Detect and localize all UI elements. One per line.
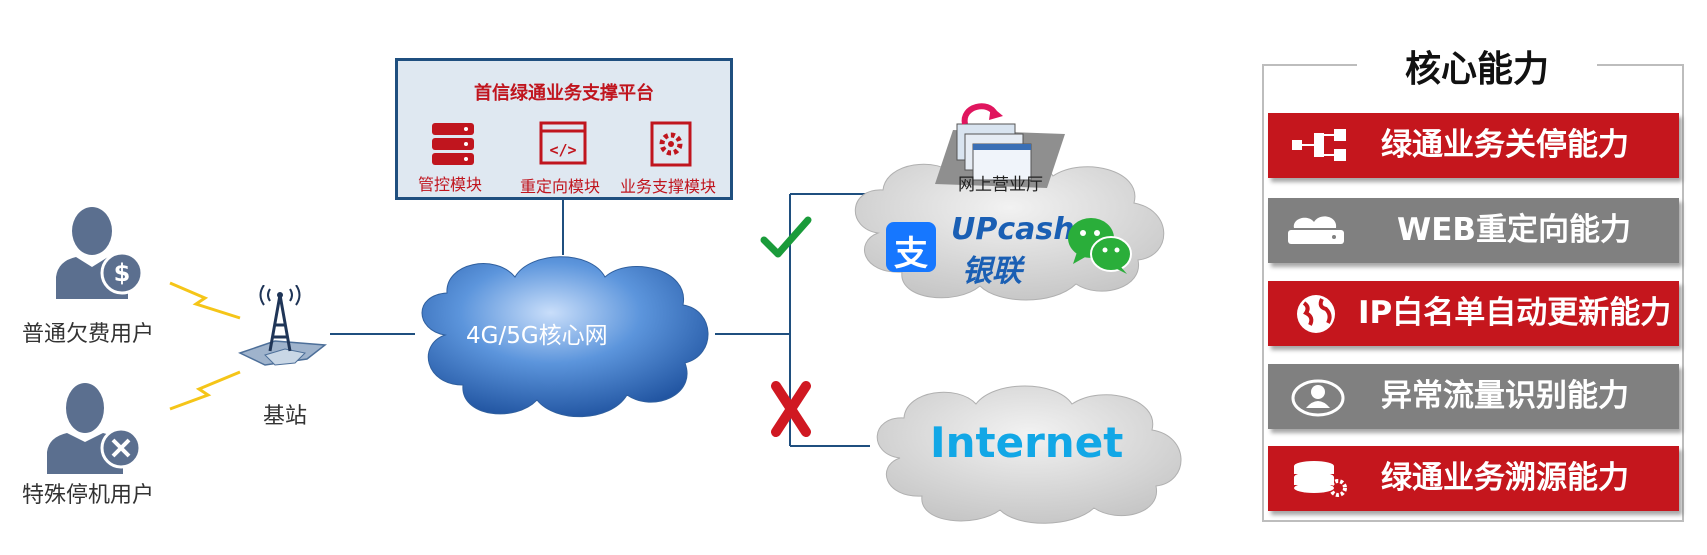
svg-text:</>: </> bbox=[549, 141, 576, 159]
platform-title: 首信绿通业务支撑平台 bbox=[474, 83, 654, 104]
capability-label-web-redirect: WEB重定向能力 bbox=[1397, 212, 1631, 248]
user-label-suspended: 特殊停机用户 bbox=[22, 483, 155, 508]
capability-traceability: 绿通业务溯源能力 bbox=[1268, 446, 1679, 511]
core-network-cloud bbox=[421, 256, 709, 418]
online-hall-label: 网上营业厅 bbox=[958, 175, 1043, 195]
core-network-label: 4G/5G核心网 bbox=[466, 323, 608, 349]
alipay-label: 支 bbox=[894, 234, 928, 274]
capability-label-traceability: 绿通业务溯源能力 bbox=[1381, 460, 1629, 496]
internet-label: Internet bbox=[930, 418, 1124, 467]
user-label-arrears: 普通欠费用户 bbox=[22, 322, 155, 347]
online-hall-icon bbox=[935, 103, 1065, 188]
capability-label-anomaly-detection: 异常流量识别能力 bbox=[1381, 378, 1629, 414]
cross-icon bbox=[771, 381, 811, 437]
capability-ip-whitelist: IP白名单自动更新能力 bbox=[1268, 281, 1679, 346]
upcash-label: UPcash bbox=[951, 212, 1075, 247]
capability-label-ip-whitelist: IP白名单自动更新能力 bbox=[1358, 295, 1672, 331]
module-label-support: 业务支撑模块 bbox=[620, 177, 717, 196]
hierarchy-icon bbox=[1292, 129, 1346, 161]
internet-cloud bbox=[876, 385, 1182, 524]
core-capabilities-title: 核心能力 bbox=[1404, 49, 1549, 90]
capability-label-shutdown: 绿通业务关停能力 bbox=[1381, 127, 1629, 163]
wechat-icon bbox=[1068, 218, 1132, 274]
base-station-label: 基站 bbox=[263, 404, 308, 429]
cell-tower-icon bbox=[238, 285, 327, 366]
module-label-redirect: 重定向模块 bbox=[520, 177, 601, 196]
globe-icon bbox=[1297, 295, 1335, 333]
panel-title-mask bbox=[1357, 40, 1597, 90]
database-gear-icon bbox=[1294, 461, 1347, 497]
code-window-icon: </> bbox=[539, 121, 587, 165]
unionpay-label: 银联 bbox=[962, 254, 1022, 289]
user-circle-icon bbox=[1291, 379, 1345, 417]
svg-text:$: $ bbox=[114, 259, 131, 287]
module-label-control: 管控模块 bbox=[418, 175, 483, 194]
user-blocked-icon bbox=[47, 383, 142, 474]
capability-web-redirect: WEB重定向能力 bbox=[1268, 198, 1679, 263]
support-platform: 首信绿通业务支撑平台 </> 管控模块 重定向模块 业务支撑模块 bbox=[395, 58, 733, 200]
gear-document-icon bbox=[650, 121, 692, 167]
capability-anomaly-detection: 异常流量识别能力 bbox=[1268, 364, 1679, 429]
capability-shutdown: 绿通业务关停能力 bbox=[1268, 113, 1679, 178]
alipay-icon: 支 bbox=[886, 222, 936, 274]
database-icon bbox=[432, 123, 474, 165]
checkmark-icon bbox=[760, 216, 812, 258]
cloud-server-icon bbox=[1288, 216, 1344, 244]
user-dollar-icon: $ bbox=[56, 207, 144, 299]
